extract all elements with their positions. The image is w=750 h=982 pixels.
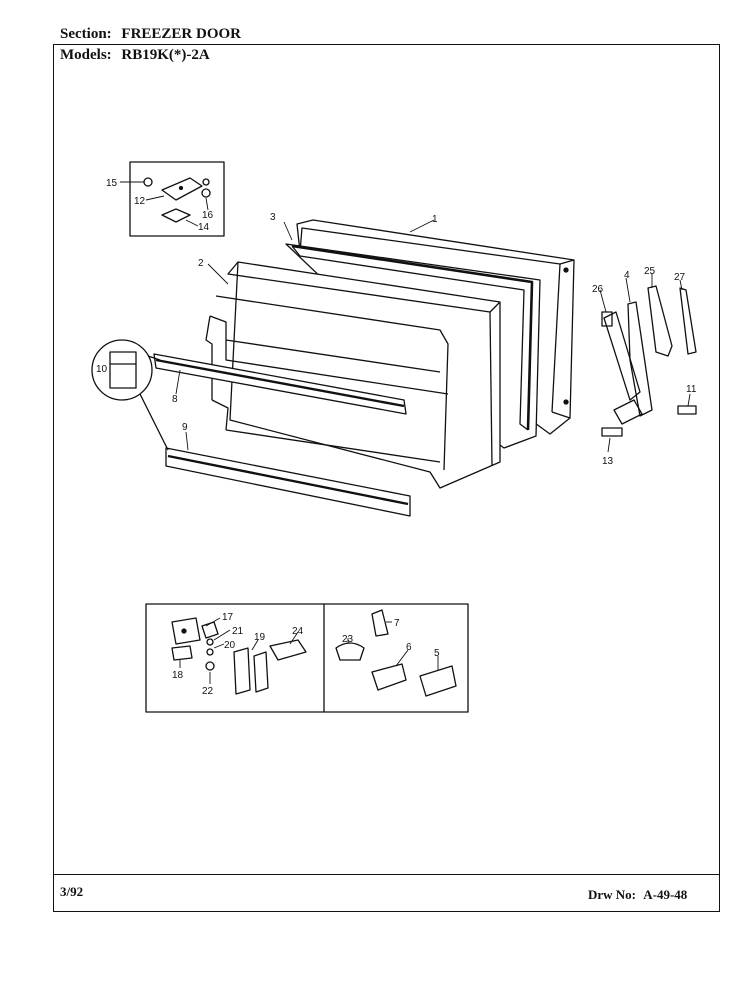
section-value: FREEZER DOOR [121, 26, 242, 42]
models-title: Models: RB19K(*)-2A [60, 47, 210, 64]
bar-end-cap-detail [91, 339, 169, 451]
callout-9: 9 [182, 422, 188, 433]
callout-18: 18 [172, 670, 184, 681]
callout-15: 15 [106, 178, 118, 189]
callout-10: 10 [96, 364, 108, 375]
callout-24: 24 [292, 626, 304, 637]
hinge-kit-inset [129, 161, 225, 237]
callout-25: 25 [644, 266, 656, 277]
callout-2: 2 [198, 258, 204, 269]
callout-labels: 1 2 3 4 5 6 7 8 9 10 11 12 13 14 15 16 1… [96, 178, 697, 697]
callout-26: 26 [592, 284, 604, 295]
callout-3: 3 [270, 212, 276, 223]
door-hinge-straps [601, 285, 697, 437]
lower-shelf-bar [165, 447, 411, 517]
callout-19: 19 [254, 632, 266, 643]
callout-8: 8 [172, 394, 178, 405]
callout-11: 11 [686, 384, 697, 395]
callout-6: 6 [406, 642, 412, 653]
shelf-bar [153, 353, 407, 415]
callout-17: 17 [222, 612, 234, 623]
diagram-frame [53, 44, 720, 912]
drawing-label: Drw No: [588, 887, 637, 902]
callout-21: 21 [232, 626, 244, 637]
callout-14: 14 [198, 222, 210, 233]
section-title: Section: FREEZER DOOR [60, 26, 241, 43]
footer-divider [53, 874, 720, 875]
callout-5: 5 [434, 648, 440, 659]
callout-1: 1 [432, 214, 438, 225]
footer-date: 3/92 [60, 884, 84, 899]
callout-7: 7 [394, 618, 400, 629]
inner-door-liner [205, 261, 501, 489]
models-label: Models: [60, 47, 112, 63]
callout-16: 16 [202, 210, 214, 221]
callout-13: 13 [602, 456, 614, 467]
callout-27: 27 [674, 272, 686, 283]
callout-4: 4 [624, 270, 630, 281]
callout-leaders [120, 181, 691, 684]
section-label: Section: [60, 26, 112, 42]
callout-23: 23 [342, 634, 354, 645]
callout-12: 12 [134, 196, 146, 207]
callout-20: 20 [224, 640, 236, 651]
hardware-detail-box [145, 603, 469, 713]
drawing-value: A-49-48 [643, 887, 688, 902]
callout-22: 22 [202, 686, 214, 697]
models-value: RB19K(*)-2A [121, 47, 210, 63]
drawing-number: Drw No: A-49-48 [588, 887, 687, 903]
